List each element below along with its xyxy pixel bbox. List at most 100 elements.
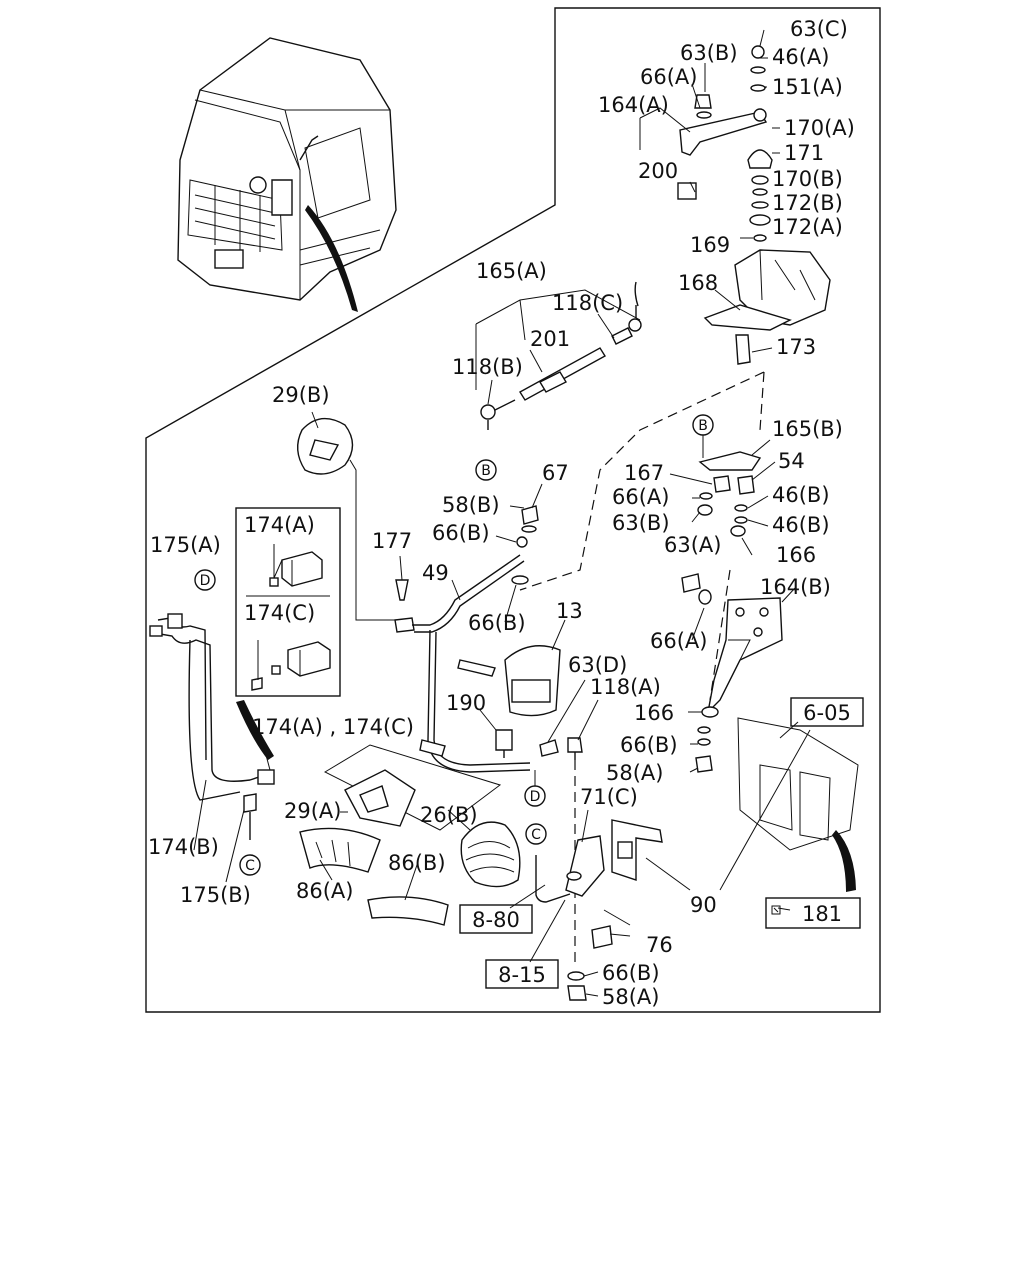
inset-label-174c: 174(C) xyxy=(244,601,315,625)
shift-rod-assembly xyxy=(480,281,642,430)
part-label: 46(B) xyxy=(772,513,830,537)
ref-box-8-15: 8-15 xyxy=(485,959,559,989)
part-label: 66(A) xyxy=(650,629,707,653)
part-label: 13 xyxy=(556,599,583,623)
part-label: 49 xyxy=(422,561,449,585)
guide-line xyxy=(519,371,765,591)
part-label: 118(B) xyxy=(452,355,523,379)
part-label: 29(B) xyxy=(272,383,330,407)
part-label: 90 xyxy=(690,893,717,917)
part-label: 63(B) xyxy=(612,511,670,535)
part-label: 118(A) xyxy=(590,675,661,699)
part-label: 66(A) xyxy=(612,485,669,509)
part-label: 200 xyxy=(638,159,678,183)
boot-13 xyxy=(495,645,583,760)
diagram-frame xyxy=(145,7,881,1013)
trim-86 xyxy=(299,827,449,926)
part-label: 164(A) xyxy=(598,93,669,117)
circled-b-mid: B xyxy=(692,414,714,458)
bracket-71c xyxy=(535,835,613,1001)
part-label: 58(A) xyxy=(602,985,659,1009)
svg-text:B: B xyxy=(698,418,708,434)
connector-inset xyxy=(235,507,341,697)
part-label: 76 xyxy=(646,933,673,957)
part-label: 86(B) xyxy=(388,851,446,875)
part-label: 168 xyxy=(678,271,718,295)
part-label: 175(A) xyxy=(150,533,221,557)
part-label: 118(C) xyxy=(552,291,623,315)
part-label: 66(A) xyxy=(640,65,697,89)
part-label: 63(D) xyxy=(568,653,627,677)
circled-c-left: C xyxy=(239,854,261,876)
part-label: 166 xyxy=(776,543,816,567)
part-label: 175(B) xyxy=(180,883,251,907)
part-label: 46(B) xyxy=(772,483,830,507)
part-label: 63(C) xyxy=(790,17,848,41)
boot-26b xyxy=(460,821,521,888)
svg-text:C: C xyxy=(245,858,255,874)
shift-lever-49 xyxy=(394,505,539,773)
circled-b-top: B xyxy=(475,459,497,481)
svg-text:C: C xyxy=(531,827,541,843)
part-label: 67 xyxy=(542,461,569,485)
part-label: 164(B) xyxy=(760,575,831,599)
mount-stack xyxy=(747,149,773,242)
part-label: 166 xyxy=(634,701,674,725)
inset-label-174a: 174(A) xyxy=(244,513,315,537)
ref-box-8-80: 8-80 xyxy=(459,904,533,934)
part-label: 46(A) xyxy=(772,45,829,69)
part-label: 167 xyxy=(624,461,664,485)
bracket-90 xyxy=(611,819,663,881)
wire-harness xyxy=(149,613,275,840)
part-label: 66(B) xyxy=(468,611,526,635)
svg-text:8-80: 8-80 xyxy=(472,908,520,932)
part-label: 171 xyxy=(784,141,824,165)
part-label: 86(A) xyxy=(296,879,353,903)
part-label: 26(B) xyxy=(420,803,478,827)
svg-text:D: D xyxy=(530,789,541,805)
part-label: 173 xyxy=(776,335,816,359)
part-label: 170(A) xyxy=(784,116,855,140)
svg-text:D: D xyxy=(200,573,211,589)
part-label: 165(A) xyxy=(476,259,547,283)
part-label: 172(A) xyxy=(772,215,843,239)
part-label: 66(B) xyxy=(432,521,490,545)
part-label: 58(A) xyxy=(606,761,663,785)
circled-d-mid: D xyxy=(524,770,546,807)
part-label: 66(B) xyxy=(620,733,678,757)
guide-line xyxy=(709,569,731,701)
part-label: 63(B) xyxy=(680,41,738,65)
mat-29a xyxy=(323,744,502,831)
circled-c-mid: C xyxy=(525,823,547,845)
part-label: 201 xyxy=(530,327,570,351)
svg-text:8-15: 8-15 xyxy=(498,963,546,987)
part-label: 172(B) xyxy=(772,191,843,215)
svg-text:B: B xyxy=(481,463,491,479)
shift-mechanism-168 xyxy=(703,249,831,365)
part-label: 177 xyxy=(372,529,412,553)
circled-d-left: D xyxy=(194,569,216,591)
part-label: 169 xyxy=(690,233,730,257)
ref-box-181: 181 xyxy=(765,897,861,929)
part-label: 174(B) xyxy=(148,835,219,859)
part-label: 29(A) xyxy=(284,799,341,823)
cover-29b xyxy=(297,417,395,621)
part-label: 190 xyxy=(446,691,486,715)
part-label: 165(B) xyxy=(772,417,843,441)
part-label: 174(A) , 174(C) xyxy=(252,715,414,739)
part-label: 54 xyxy=(778,449,805,473)
part-label: 66(B) xyxy=(602,961,660,985)
svg-text:181: 181 xyxy=(802,902,842,926)
part-label: 63(A) xyxy=(664,533,721,557)
part-label: 170(B) xyxy=(772,167,843,191)
ref-box-6-05: 6-05 xyxy=(790,697,864,727)
part-label: 151(A) xyxy=(772,75,843,99)
bracket-164b xyxy=(681,451,783,773)
svg-text:6-05: 6-05 xyxy=(803,701,851,725)
truck-cab-illustration xyxy=(177,37,397,312)
floor-panel xyxy=(737,717,859,892)
part-label: 58(B) xyxy=(442,493,500,517)
leader-lines xyxy=(193,29,811,997)
guide-line xyxy=(759,371,765,431)
